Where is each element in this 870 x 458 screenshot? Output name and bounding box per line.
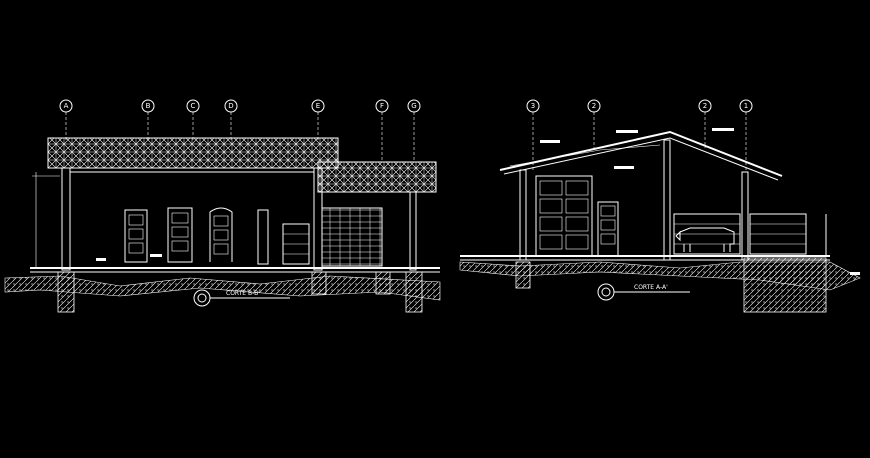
grid-bubble-e: E [311,99,325,113]
svg-text:1: 1 [744,102,748,110]
block-wall [321,207,383,267]
footing-3 [375,271,391,295]
svg-text:3: 3 [531,102,535,110]
large-door [535,175,593,257]
column-r3 [741,171,749,261]
grid-bubble-d: D [224,99,238,113]
svg-text:2: 2 [703,102,707,110]
grid-bubble-2a: 2 [587,99,601,113]
gable-roof [499,130,783,177]
grid-bubble-3: 3 [526,99,540,113]
roof-truss-main [47,137,339,169]
grid-bubble-c: C [186,99,200,113]
svg-text:C: C [191,102,196,110]
gate [282,223,310,265]
svg-text:D: D [228,102,233,110]
column-r2 [663,139,671,261]
svg-text:F: F [380,102,384,110]
grid-bubble-2b: 2 [698,99,712,113]
svg-text:2: 2 [592,102,596,110]
door-1 [124,209,148,263]
retaining-wall [743,257,827,313]
svg-text:CORTE B-B': CORTE B-B' [226,290,260,297]
section-left: A B C D E F G [4,99,441,313]
column-right [409,191,417,271]
column-left [61,167,71,271]
footing-r1 [515,261,531,289]
window-frame [257,209,269,265]
section-right: 3 2 2 1 [459,99,861,313]
grid-bubble-f: F [375,99,389,113]
grid-axes-right: 3 2 2 1 [526,99,753,170]
footing-2 [311,271,327,295]
svg-text:CORTE A-A': CORTE A-A' [634,284,668,291]
svg-text:E: E [316,102,320,110]
roof-truss-annex [317,161,437,193]
door-3 [209,207,233,262]
cow-figure [675,227,735,252]
grid-axes-left: A B C D E F G [59,99,421,160]
svg-text:A: A [64,102,69,110]
grid-bubble-1: 1 [739,99,753,113]
side-door [597,201,619,257]
door-2 [167,207,193,263]
svg-text:G: G [411,102,416,110]
grid-bubble-a: A [59,99,73,113]
footing-1 [57,271,75,313]
svg-text:B: B [146,102,151,110]
column-r1 [519,169,527,261]
section-title-left: CORTE B-B' [193,289,290,307]
stall-fence [673,213,827,256]
grid-bubble-b: B [141,99,155,113]
section-title-right: CORTE A-A' [597,283,690,301]
footing-4 [405,271,423,313]
grid-bubble-g: G [407,99,421,113]
